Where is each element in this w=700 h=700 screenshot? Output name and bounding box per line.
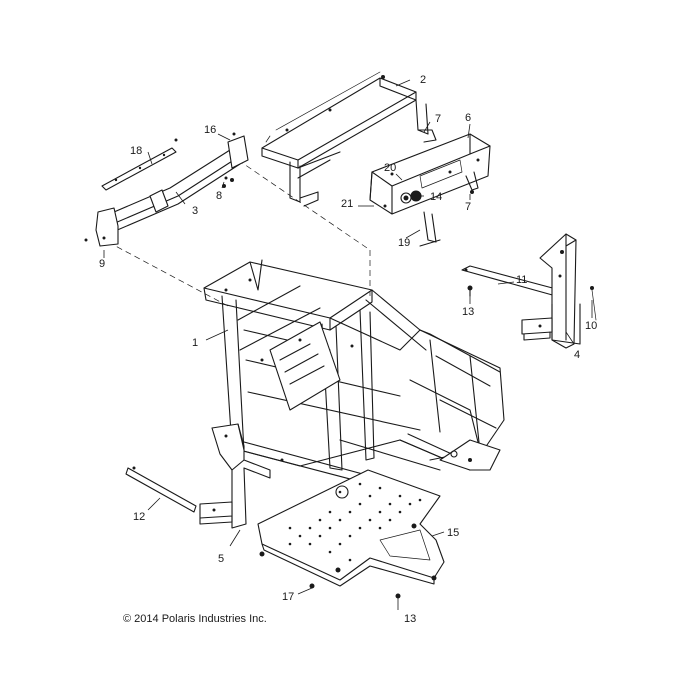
front-crossbar-part: [84, 132, 249, 247]
callout-14: 14: [430, 191, 442, 203]
callout-21: 21: [341, 198, 353, 210]
callout-6: 6: [465, 112, 471, 124]
callout-9: 9: [99, 258, 105, 270]
callouts: 1 2 3 4 5 6 7 7 8 9 10 11 12 13 13 14 15…: [99, 74, 597, 625]
callout-18: 18: [130, 145, 142, 157]
callout-12: 12: [133, 511, 145, 523]
callout-15: 15: [447, 527, 459, 539]
callout-4: 4: [574, 349, 580, 361]
main-frame-part: [203, 259, 505, 491]
fasteners: [222, 178, 474, 599]
skid-plate-holes: [288, 482, 422, 562]
callout-19: 19: [398, 237, 410, 249]
callout-13b: 13: [404, 613, 416, 625]
callout-1: 1: [192, 337, 198, 349]
right-bumper-bracket-part: [461, 233, 597, 349]
callout-10: 10: [585, 320, 597, 332]
rear-cage-part: [261, 71, 437, 207]
leader-lines: [103, 79, 593, 610]
callout-2: 2: [420, 74, 426, 86]
callout-5: 5: [218, 553, 224, 565]
skid-plate-part: [257, 469, 445, 587]
callout-3: 3: [192, 205, 198, 217]
alignment-lines: [107, 159, 371, 307]
copyright-notice: © 2014 Polaris Industries Inc.: [123, 613, 267, 625]
callout-13a: 13: [462, 306, 474, 318]
left-bumper-bracket-part: [125, 423, 284, 529]
callout-7b: 7: [465, 201, 471, 213]
callout-11: 11: [516, 274, 527, 286]
callout-20: 20: [384, 162, 396, 174]
callout-8: 8: [216, 190, 222, 202]
callout-16: 16: [204, 124, 216, 136]
rear-crossmember-part: [369, 133, 491, 247]
callout-7a: 7: [435, 113, 441, 125]
callout-17: 17: [282, 591, 294, 603]
